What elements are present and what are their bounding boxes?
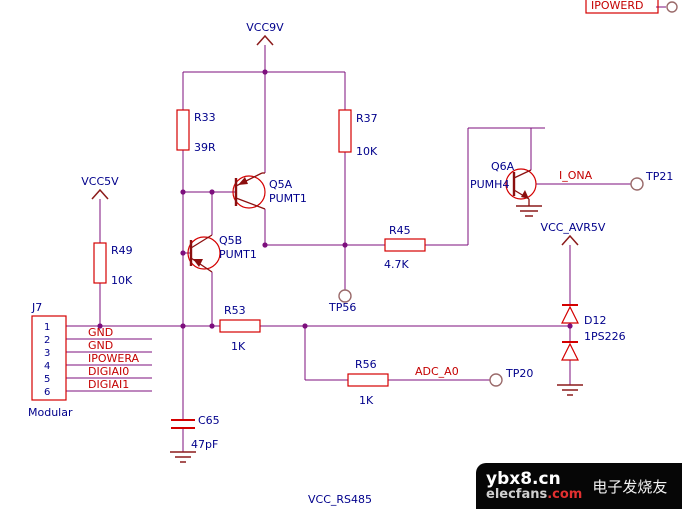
value-q5a: PUMT1 xyxy=(269,192,307,205)
value-r56: 1K xyxy=(359,394,374,407)
pin-number-1: 1 xyxy=(44,322,50,333)
value-r49: 10K xyxy=(111,274,133,287)
net-label-adc-a0: ADC_A0 xyxy=(415,365,459,378)
watermark-text-block: ybx8.cn elecfans.com xyxy=(486,468,582,503)
label-tp21: TP21 xyxy=(645,170,673,183)
transistor-q5a xyxy=(232,172,266,210)
junction-dots xyxy=(97,69,573,329)
net-label-ipowerd: IPOWERD xyxy=(591,0,643,12)
power-port-vcc9v xyxy=(256,34,274,46)
diode-pair-d12 xyxy=(561,304,579,361)
port-label-vcc9v: VCC9V xyxy=(246,21,284,34)
value-r33: 39R xyxy=(194,141,216,154)
ground-symbol-q6a xyxy=(516,205,542,217)
ref-q5a: Q5A xyxy=(269,178,293,191)
pin-number-2: 2 xyxy=(44,335,50,346)
connector-ref: J7 xyxy=(31,301,42,314)
ref-c65: C65 xyxy=(198,414,220,427)
value-r45: 4.7K xyxy=(384,258,409,271)
pin-number-6: 6 xyxy=(44,387,50,398)
power-port-vcc-avr5v xyxy=(561,234,579,246)
ref-q6a: Q6A xyxy=(491,160,515,173)
value-q5b: PUMT1 xyxy=(219,248,257,261)
watermark-url: ybx8.cn xyxy=(486,468,561,489)
testpoint-tp20 xyxy=(489,373,503,387)
ground-symbol-d12 xyxy=(557,384,583,396)
transistor-q6a xyxy=(505,168,537,206)
resistor-r56 xyxy=(347,373,389,387)
ref-d12: D12 xyxy=(584,314,606,327)
ref-r45: R45 xyxy=(389,224,411,237)
capacitor-c65 xyxy=(171,419,195,429)
labels: VCC9V VCC5V VCC_AVR5V VCC_RS485 R33 39R … xyxy=(28,0,673,506)
ref-r37: R37 xyxy=(356,112,378,125)
power-port-vcc5v xyxy=(91,188,109,200)
pin-net-4: IPOWERA xyxy=(88,352,140,365)
connector-j7-body xyxy=(31,315,67,401)
watermark-site-tld: .com xyxy=(547,487,583,503)
resistor-r45 xyxy=(384,238,426,252)
pin-net-5: DIGIAI0 xyxy=(88,365,129,378)
net-label-i-ona: I_ONA xyxy=(559,169,593,182)
transistor-q5b xyxy=(187,234,221,273)
value-d12: 1PS226 xyxy=(584,330,626,343)
value-r53: 1K xyxy=(231,340,246,353)
ref-r56: R56 xyxy=(355,358,377,371)
pin-net-2: GND xyxy=(88,326,113,339)
testpoint-ipowerd xyxy=(666,1,678,13)
ref-r53: R53 xyxy=(224,304,246,317)
value-r37: 10K xyxy=(356,145,378,158)
pin-net-3: GND xyxy=(88,339,113,352)
connector-note: Modular xyxy=(28,406,73,419)
ref-q5b: Q5B xyxy=(219,234,242,247)
ground-symbol-c65 xyxy=(170,451,196,463)
label-tp56: TP56 xyxy=(328,301,356,314)
watermark-chinese: 电子发烧友 xyxy=(592,477,668,496)
pin-net-6: DIGIAI1 xyxy=(88,378,129,391)
pin-number-4: 4 xyxy=(44,361,50,372)
resistor-r37 xyxy=(338,109,352,153)
testpoint-tp56 xyxy=(338,289,352,303)
value-q6a: PUMH4 xyxy=(470,178,509,191)
value-c65: 47pF xyxy=(191,438,218,451)
resistor-r49 xyxy=(93,242,107,284)
wires xyxy=(66,6,666,452)
resistor-r53 xyxy=(219,319,261,333)
port-label-vcc-avr5v: VCC_AVR5V xyxy=(541,221,606,234)
net-box-ipowerd xyxy=(585,0,659,14)
resistor-r33 xyxy=(176,109,190,151)
pin-number-5: 5 xyxy=(44,374,50,385)
watermark: ybx8.cn elecfans.com 电子发烧友 xyxy=(476,463,682,509)
ref-r33: R33 xyxy=(194,111,216,124)
port-label-vcc-rs485: VCC_RS485 xyxy=(308,493,372,506)
ref-r49: R49 xyxy=(111,244,133,257)
port-label-vcc5v: VCC5V xyxy=(81,175,119,188)
testpoint-tp21 xyxy=(630,177,644,191)
watermark-site: elecfans.com xyxy=(486,488,582,502)
label-tp20: TP20 xyxy=(505,367,533,380)
watermark-site-name: elecfans xyxy=(486,487,548,503)
pin-number-3: 3 xyxy=(44,348,50,359)
